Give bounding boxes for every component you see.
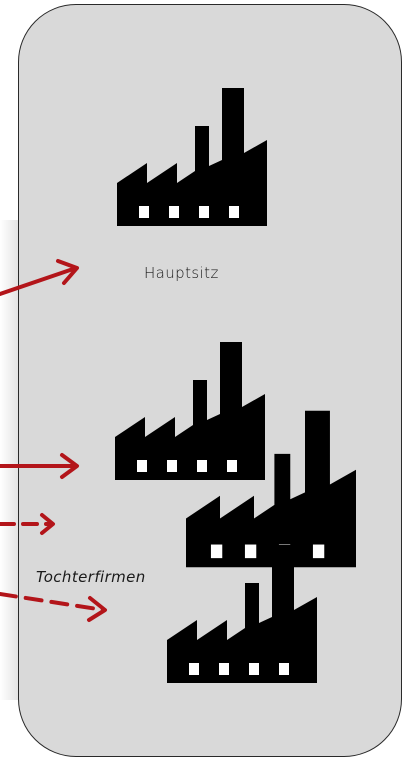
subsidiary-factory-3-icon (167, 545, 317, 683)
arrow-to-subsidiary-3 (0, 592, 107, 622)
arrow-to-headquarters (0, 259, 79, 296)
headquarters-label: Hauptsitz (144, 264, 219, 282)
subsidiaries-label: Tochterfirmen (36, 568, 146, 586)
left-edge-shade (0, 220, 18, 700)
arrow-to-subsidiary-2 (0, 513, 55, 535)
arrow-to-subsidiary-1 (0, 453, 79, 479)
headquarters-factory-icon (117, 88, 267, 226)
subsidiary-factory-1-icon (115, 342, 265, 480)
